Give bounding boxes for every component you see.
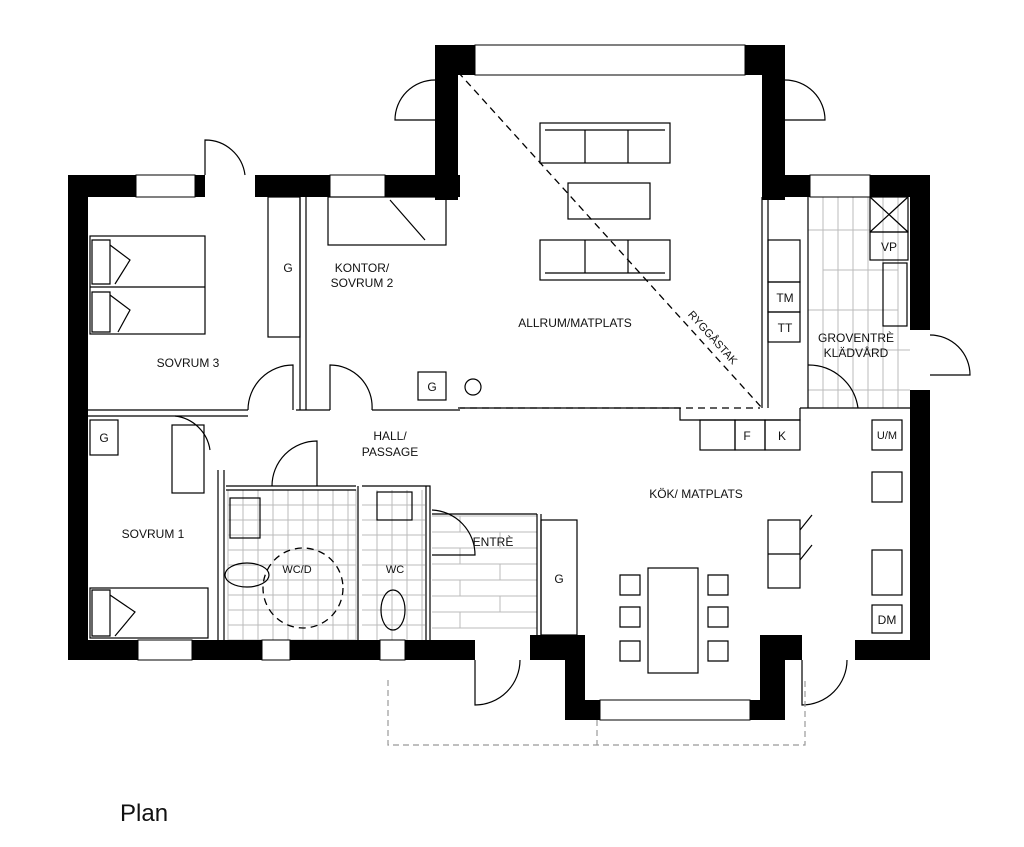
dining-table bbox=[647, 567, 699, 674]
room-label-hall: HALL/ bbox=[373, 429, 407, 443]
wardrobe bbox=[267, 196, 301, 338]
wardrobe-label: G bbox=[283, 261, 292, 275]
wardrobe-label: G bbox=[554, 572, 563, 586]
heat-pump-label: VP bbox=[881, 240, 897, 254]
freezer-label: F bbox=[743, 429, 750, 443]
room-label-sovrum3: SOVRUM 3 bbox=[157, 356, 220, 370]
room-label-entre: ENTRÈ bbox=[473, 534, 514, 549]
turning-circle bbox=[262, 547, 344, 629]
room-label-wcd: WC/D bbox=[282, 564, 311, 576]
roof-ridge-line bbox=[457, 71, 763, 409]
oven-micro-label: U/M bbox=[877, 430, 897, 442]
fridge-label: K bbox=[778, 429, 786, 443]
room-label-kok: KÖK/ MATPLATS bbox=[649, 487, 743, 501]
dryer-label: TT bbox=[778, 321, 793, 335]
room-label-allrum: ALLRUM/MATPLATS bbox=[518, 316, 632, 330]
washer-label: TM bbox=[776, 291, 793, 305]
room-label-kontor: KONTOR/ bbox=[335, 261, 390, 275]
wardrobe-label: G bbox=[427, 380, 436, 394]
windows bbox=[135, 44, 871, 721]
coffee-table bbox=[567, 182, 651, 220]
room-label-groventre: GROVENTRÈ bbox=[818, 330, 894, 345]
sofa-bottom bbox=[539, 239, 671, 281]
room-label-kontor-line2: SOVRUM 2 bbox=[331, 276, 394, 290]
room-label-kladvard: KLÄDVÅRD bbox=[824, 345, 889, 360]
plan-title: Plan bbox=[120, 800, 169, 827]
wardrobe-label: G bbox=[99, 431, 108, 445]
sofa-top bbox=[539, 122, 671, 164]
doors bbox=[174, 79, 971, 706]
interior-walls bbox=[88, 197, 910, 640]
fireplace bbox=[464, 378, 482, 396]
ridge-label: RYGGÅSTAK bbox=[685, 308, 740, 367]
room-label-sovrum1: SOVRUM 1 bbox=[122, 527, 185, 541]
fixture-boxes bbox=[89, 231, 909, 636]
walls bbox=[68, 45, 930, 720]
room-label-wc: WC bbox=[386, 564, 404, 576]
terrace-outline bbox=[387, 680, 806, 746]
room-label-passage: PASSAGE bbox=[362, 445, 418, 459]
dishwasher-label: DM bbox=[878, 613, 897, 627]
furniture bbox=[89, 122, 909, 674]
